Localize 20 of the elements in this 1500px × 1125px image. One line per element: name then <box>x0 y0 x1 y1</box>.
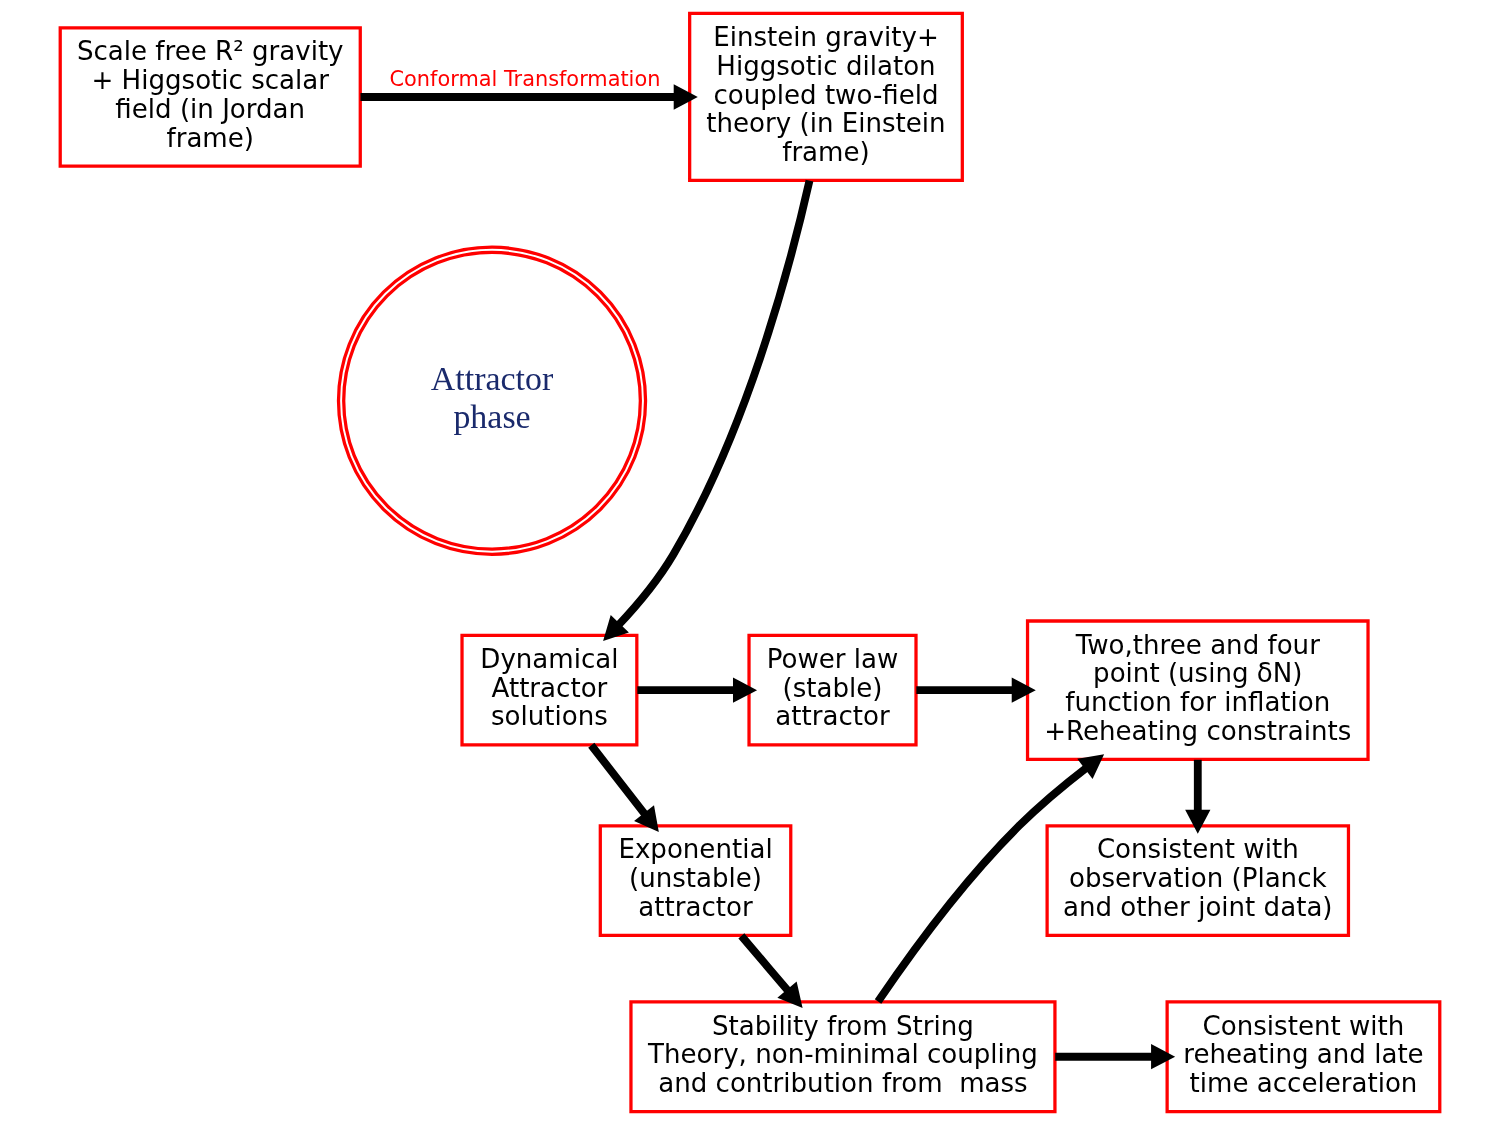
node-box: Einstein gravity+ Higgsotic dilaton coupled two-field theory (in Einstein frame) <box>688 11 964 183</box>
arrow <box>637 677 758 703</box>
node-box: Stability from String Theory, non-minimal coupling and contribution from mass <box>629 1000 1057 1114</box>
node-box: Two,three and four point (using δN) function for inflation +Reheating constraints <box>1025 619 1370 761</box>
arrow <box>738 933 803 1008</box>
node-box: Exponential (unstable) attractor <box>598 824 793 938</box>
arrow <box>360 84 698 110</box>
arrow <box>1055 1044 1176 1070</box>
node-box: Consistent with observation (Planck and other joint data) <box>1045 824 1351 938</box>
arrow <box>1185 759 1211 834</box>
arrow <box>916 677 1036 703</box>
arrow <box>588 742 659 833</box>
arrow <box>874 754 1105 1004</box>
node-box: Power law (stable) attractor <box>747 633 918 747</box>
node-circle: Attractor phase <box>336 245 648 556</box>
arrow <box>603 179 814 642</box>
node-box: Consistent with reheating and late time acceleration <box>1165 1000 1442 1114</box>
node-box: Dynamical Attractor solutions <box>460 633 639 747</box>
edge-label: Conformal Transformation <box>389 67 661 92</box>
node-box: Scale free R² gravity + Higgsotic scalar field (in Jordan frame) <box>58 26 362 168</box>
